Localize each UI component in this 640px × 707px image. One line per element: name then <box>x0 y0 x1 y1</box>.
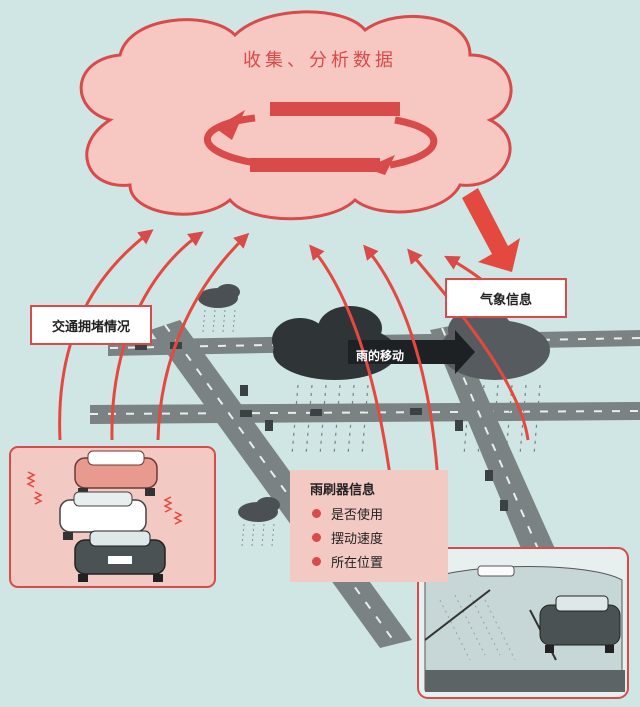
wiper-item-position: 所在位置 <box>312 552 383 571</box>
wiper-info-panel: 雨刷器信息 是否使用 摆动速度 所在位置 <box>290 470 448 582</box>
bullet-icon <box>312 557 321 566</box>
bullet-icon <box>312 509 321 518</box>
windshield-panel <box>417 547 629 699</box>
weather-label: 气象信息 <box>445 278 567 318</box>
small-rain-cloud-left <box>238 497 280 547</box>
cycle-arrows-icon <box>204 102 438 175</box>
car-ahead <box>539 595 621 653</box>
signal-waves-icon <box>26 471 183 525</box>
cloud-title: 收集、分析数据 <box>243 50 397 71</box>
bullet-icon <box>312 533 321 542</box>
storm-cloud <box>272 306 550 456</box>
wiper-item-usage: 是否使用 <box>312 504 383 523</box>
rain-movement-arrow <box>348 330 475 374</box>
weather-output-arrow <box>462 188 520 272</box>
wiper-item-label: 所在位置 <box>331 556 384 571</box>
traffic-label: 交通拥堵情况 <box>30 305 152 345</box>
road-cars <box>135 342 508 511</box>
wiper-item-label: 摆动速度 <box>331 532 384 547</box>
car-cluster-panel <box>9 446 216 588</box>
small-rain-cloud-top <box>198 284 240 333</box>
wiper-item-speed: 摆动速度 <box>312 528 383 547</box>
wiper-info-title: 雨刷器信息 <box>310 483 376 498</box>
wiper-item-label: 是否使用 <box>331 508 384 523</box>
rain-movement-label: 雨的移动 <box>356 349 405 363</box>
car-dark <box>74 530 166 582</box>
